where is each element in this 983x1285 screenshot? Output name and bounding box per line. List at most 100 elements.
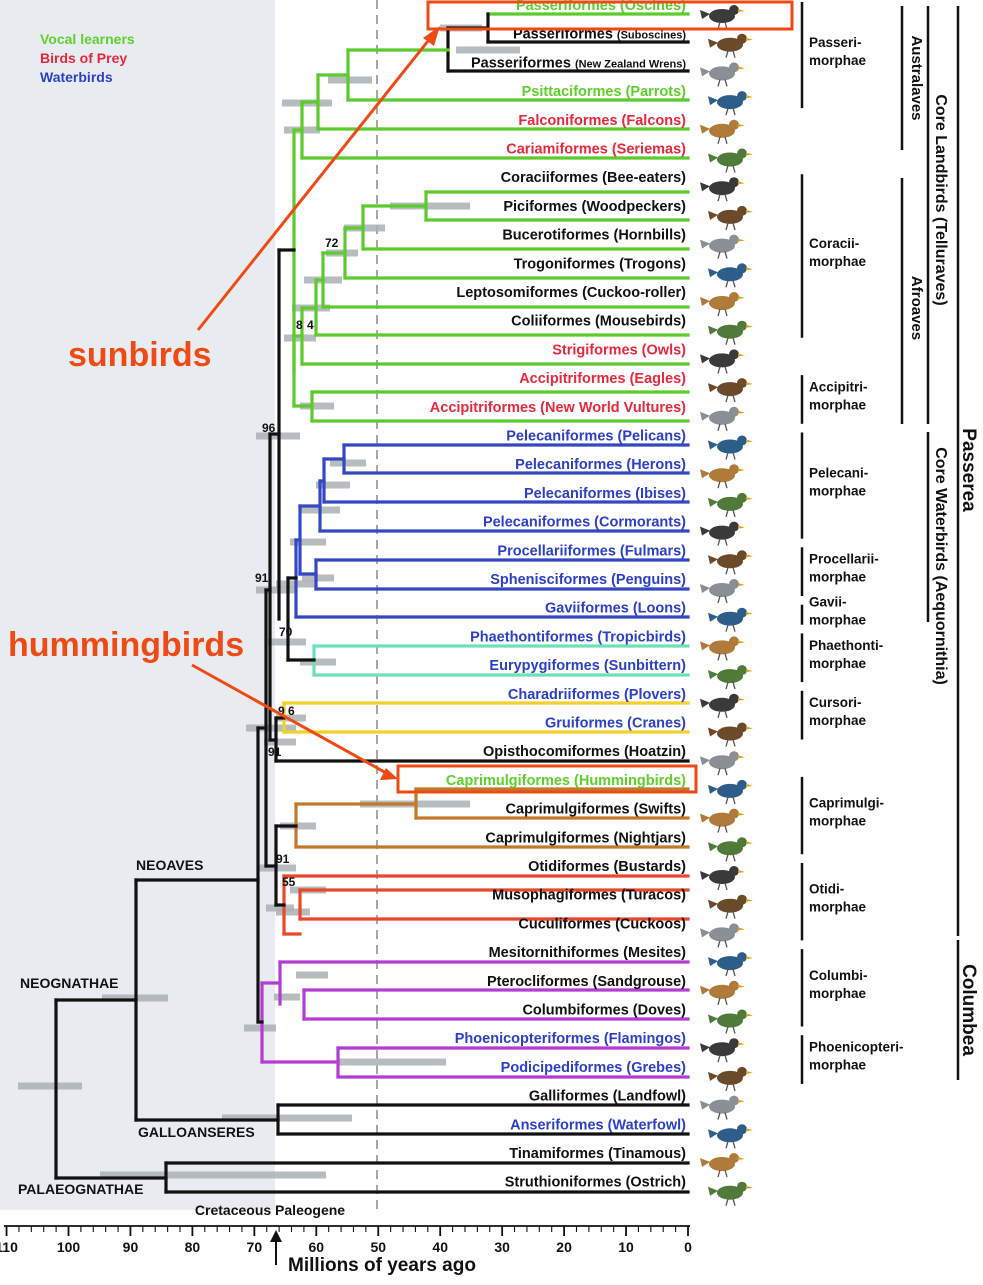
ci-bar bbox=[316, 481, 350, 489]
clade-label: Accipitri- bbox=[809, 379, 868, 394]
taxon-label: Accipitriformes (Eagles) bbox=[519, 371, 686, 387]
bird-icon bbox=[708, 1066, 753, 1092]
support-value: 96 bbox=[262, 421, 276, 435]
axis-tick-label: 60 bbox=[309, 1239, 325, 1255]
ci-bar bbox=[222, 1114, 352, 1122]
hummingbirds-arrowhead bbox=[380, 768, 398, 780]
bird-icon bbox=[700, 349, 745, 374]
taxon-label: Falconiformes (Falcons) bbox=[518, 113, 686, 129]
core-waterbirds-label: Core Waterbirds (Aequornithia) bbox=[932, 447, 949, 685]
clade-label: morphae bbox=[809, 713, 867, 728]
ci-bar bbox=[330, 459, 366, 467]
taxon-label: Bucerotiformes (Hornbills) bbox=[502, 228, 686, 244]
taxon-label: Mesitornithiformes (Mesites) bbox=[489, 945, 687, 961]
support-value: 91 bbox=[276, 852, 290, 866]
bird-icon bbox=[708, 1124, 753, 1149]
taxon-label: Coraciiformes (Bee-eaters) bbox=[501, 170, 687, 186]
clade-label: morphae bbox=[809, 570, 867, 585]
legend-waterbirds: Waterbirds bbox=[40, 69, 113, 85]
taxon-label: Trogoniformes (Trogons) bbox=[514, 256, 687, 272]
ci-bar bbox=[244, 1024, 276, 1032]
node-labels: NEOAVES NEOGNATHAE GALLOANSERES PALAEOGN… bbox=[18, 857, 255, 1197]
galloanseres-label: GALLOANSERES bbox=[138, 1124, 255, 1140]
taxon-label: Caprimulgiformes (Hummingbirds) bbox=[446, 773, 686, 789]
taxon-label: Gaviiformes (Loons) bbox=[545, 601, 686, 617]
taxon-label: Pelecaniformes (Pelicans) bbox=[506, 429, 686, 445]
core-landbirds-label: Core Landbirds (Telluraves) bbox=[932, 94, 949, 305]
ci-bar bbox=[290, 538, 326, 546]
bird-icon bbox=[700, 119, 745, 144]
time-axis: 1101009080706050403020100 Cretaceous Pal… bbox=[0, 1202, 692, 1276]
bird-icon bbox=[708, 205, 753, 231]
bird-icon bbox=[708, 665, 753, 690]
taxon-label: Musophagiformes (Turacos) bbox=[492, 888, 686, 904]
bird-icon bbox=[700, 5, 745, 30]
bird-icon bbox=[700, 406, 745, 431]
clade-label: morphae bbox=[809, 254, 867, 269]
ci-bar bbox=[18, 1082, 82, 1090]
axis-tick-label: 70 bbox=[247, 1239, 263, 1255]
legend: Vocal learners Birds of Prey Waterbirds bbox=[40, 31, 135, 85]
taxon-label: Opisthocomiformes (Hoatzin) bbox=[483, 744, 686, 760]
bird-icon bbox=[708, 320, 753, 345]
clade-label: morphae bbox=[809, 613, 867, 628]
taxon-label: Procellariiformes (Fulmars) bbox=[497, 543, 686, 559]
ci-bar bbox=[266, 904, 294, 912]
bird-icon bbox=[700, 234, 745, 259]
bird-icon bbox=[700, 693, 745, 718]
taxon-label: Otidiformes (Bustards) bbox=[528, 859, 686, 875]
columbea-label: Columbea bbox=[958, 964, 979, 1056]
clade-label: Passeri- bbox=[809, 35, 862, 50]
bird-icon bbox=[708, 952, 753, 977]
taxon-label: Pelecaniformes (Cormorants) bbox=[483, 515, 686, 531]
bird-icon bbox=[700, 292, 745, 317]
ci-bar bbox=[328, 76, 372, 84]
taxon-label: Podicipediformes (Grebes) bbox=[501, 1060, 686, 1076]
afroaves-label: Afroaves bbox=[908, 276, 925, 340]
tree-branches bbox=[54, 12, 690, 1194]
taxon-label: Psittaciformes (Parrots) bbox=[522, 84, 687, 100]
bird-icon bbox=[700, 1095, 745, 1120]
oscines-highlight-box bbox=[426, 0, 794, 31]
clade-label: Caprimulgi- bbox=[809, 796, 884, 811]
taxon-label: Pterocliformes (Sandgrouse) bbox=[487, 974, 686, 990]
support-value: 6 bbox=[288, 704, 295, 718]
bird-icon bbox=[708, 148, 753, 173]
taxon-label: Cariamiformes (Seriemas) bbox=[506, 142, 686, 158]
clade-label: morphae bbox=[809, 1058, 867, 1073]
taxon-label: Leptosomiformes (Cuckoo-roller) bbox=[456, 285, 686, 301]
bird-icon bbox=[708, 779, 753, 805]
ci-bar bbox=[302, 574, 334, 582]
ci-bar bbox=[390, 202, 470, 210]
bird-icon bbox=[708, 91, 753, 116]
clade-label: Pelecani- bbox=[809, 466, 868, 481]
ci-bar bbox=[256, 586, 296, 594]
taxon-label: Coliiformes (Mousebirds) bbox=[511, 314, 686, 330]
support-value: 70 bbox=[279, 625, 293, 639]
bird-icon bbox=[700, 177, 745, 202]
support-value: 9 bbox=[278, 704, 285, 718]
bird-icon bbox=[708, 1009, 753, 1034]
legend-birds-of-prey: Birds of Prey bbox=[40, 50, 127, 66]
clade-label: morphae bbox=[809, 53, 867, 68]
sunbirds-annotation: sunbirds bbox=[68, 336, 212, 374]
support-value: 4 bbox=[307, 318, 314, 332]
taxon-label: Anseriformes (Waterfowl) bbox=[510, 1117, 686, 1133]
taxon-label: Phaethontiformes (Tropicbirds) bbox=[470, 629, 686, 645]
bird-icon bbox=[700, 923, 745, 948]
taxon-label: Tinamiformes (Tinamous) bbox=[509, 1146, 686, 1162]
ci-bar bbox=[276, 714, 306, 722]
bird-icon bbox=[708, 33, 753, 58]
ci-bar bbox=[284, 334, 316, 342]
kpg-boundary-label: Cretaceous Paleogene bbox=[195, 1202, 345, 1218]
clade-label: morphae bbox=[809, 397, 867, 412]
bird-icon bbox=[700, 464, 745, 489]
clade-label: Coracii- bbox=[809, 236, 859, 251]
ci-bar bbox=[300, 658, 336, 666]
ci-bar bbox=[276, 908, 310, 916]
clade-label: morphae bbox=[809, 484, 867, 499]
sunbirds-arrowhead bbox=[423, 26, 440, 46]
bird-icon bbox=[708, 722, 753, 747]
taxon-label: Pelecaniformes (Ibises) bbox=[524, 486, 686, 502]
